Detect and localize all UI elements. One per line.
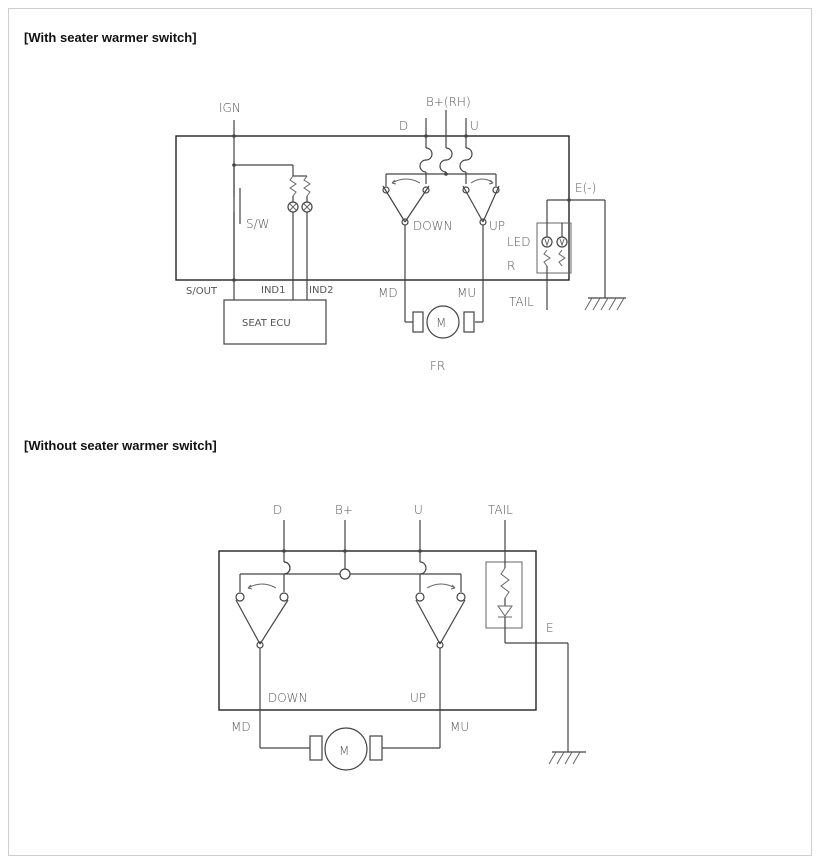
page-frame: [8, 8, 812, 856]
label-r: R: [507, 259, 515, 273]
label-up-2: UP: [410, 691, 426, 705]
switch-housing-1: [175, 135, 570, 281]
led-resistor-block: [536, 222, 572, 274]
section-title-with-warmer-switch: [With seater warmer switch]: [24, 30, 197, 45]
section-title-without-warmer-switch: [Without seater warmer switch]: [24, 438, 217, 453]
down-switch-arm-r-2: [259, 599, 289, 645]
label-e-2: E: [546, 621, 554, 635]
label-s-out: S/OUT: [186, 286, 218, 297]
seat-ecu-box: [223, 299, 327, 345]
label-seat-ecu: SEAT ECU: [242, 318, 291, 329]
motor-2: [324, 727, 368, 771]
label-down-2: DOWN: [268, 691, 308, 705]
label-fr: FR: [430, 359, 445, 373]
label-d-1: D: [399, 119, 408, 133]
label-u-2: U: [414, 503, 423, 517]
bplus-node-2: [339, 568, 351, 580]
label-ind1: IND1: [261, 285, 286, 296]
up-switch-arm-l-2: [415, 599, 441, 645]
label-led: LED: [507, 235, 531, 249]
label-d-2: D: [273, 503, 282, 517]
label-tail-2: TAIL: [488, 503, 513, 517]
down-switch-arm-l-2: [235, 599, 261, 645]
diagram-with-warmer-switch: IGN B+(RH) D U E(-) S/W DOWN UP LED R S/…: [175, 95, 626, 373]
label-e-minus: E(-): [575, 181, 596, 195]
down-switch-arm-r: [404, 185, 430, 223]
tail-diode: [497, 605, 513, 617]
label-ign: IGN: [219, 101, 241, 115]
label-sw: S/W: [246, 217, 270, 231]
hop-u: [459, 147, 473, 173]
label-bplus-rh: B+(RH): [426, 95, 471, 109]
up-switch-arm-r-2: [439, 599, 466, 645]
diagram-without-warmer-switch: D B+ U TAIL E DOWN UP MD MU M: [218, 503, 586, 771]
label-down-1: DOWN: [413, 219, 453, 233]
up-switch-arm-l: [462, 185, 484, 223]
up-switch-arm-r: [482, 185, 500, 223]
resistor-ind1: [289, 175, 297, 197]
switch-housing-2: [218, 550, 537, 711]
led-resistor-1: [543, 249, 551, 267]
label-motor-1: M: [436, 316, 446, 330]
tail-resistor: [500, 567, 510, 599]
tail-lamp-block: [485, 561, 523, 629]
label-up-1: UP: [489, 219, 505, 233]
label-md-1: MD: [378, 286, 398, 300]
hop-d: [419, 147, 433, 173]
label-tail-1: TAIL: [509, 295, 534, 309]
motor-fr: [426, 305, 460, 339]
led-resistor-2: [558, 249, 566, 267]
label-md-2: MD: [231, 720, 251, 734]
label-ind2: IND2: [309, 285, 334, 296]
label-u-1: U: [470, 119, 479, 133]
label-motor-2: M: [339, 744, 349, 758]
resistor-ind2: [303, 175, 311, 197]
label-bplus-2: B+: [335, 503, 353, 517]
label-mu-2: MU: [450, 720, 469, 734]
down-switch-arm-l: [382, 185, 406, 223]
label-mu-1: MU: [457, 286, 476, 300]
